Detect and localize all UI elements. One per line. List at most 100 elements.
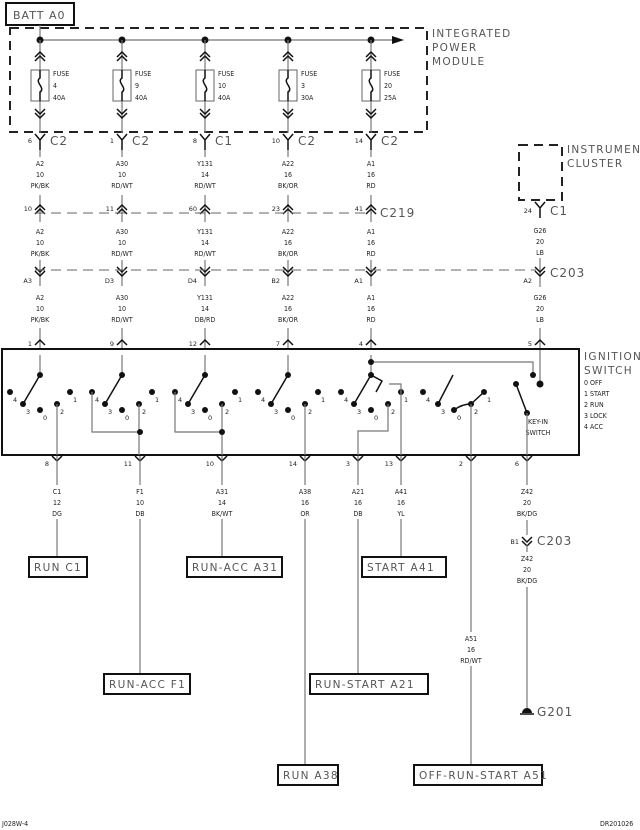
c203-label: C203 — [537, 534, 572, 548]
wire-spec: BK/OR — [278, 316, 299, 324]
switch-pin-number: 11 — [124, 460, 132, 468]
legend-lock: 3 LOCK — [584, 412, 608, 420]
wire-spec: 10 — [36, 171, 44, 179]
wire-spec: 20 — [536, 238, 544, 246]
pivot-dot — [530, 372, 536, 378]
fuse-rating: 30A — [301, 94, 314, 102]
switch-input-terminal-icon — [282, 338, 294, 346]
wire-spec: 16 — [301, 499, 309, 507]
c203-pin-number: A1 — [354, 277, 363, 285]
fuse-icon — [202, 70, 208, 101]
destination-box — [186, 556, 283, 578]
fuse-rating: 40A — [135, 94, 148, 102]
contact-label: 4 — [95, 396, 99, 404]
destination-box — [413, 764, 543, 786]
footer-left-code: J028W-4 — [1, 820, 28, 828]
contact-label: 4 — [344, 396, 348, 404]
fuse-number: 4 — [53, 82, 57, 90]
wire-spec: RD/WT — [111, 250, 133, 258]
ipm-pin-number: 6 — [28, 137, 32, 145]
ignition-legend: 0 OFF 1 START 2 RUN 3 LOCK 4 ACC — [584, 379, 609, 431]
switch-blade-icon — [22, 374, 41, 405]
legend-run: 2 RUN — [584, 401, 604, 409]
ignition-label-line2: SWITCH — [584, 365, 633, 377]
switch-pin-number: 9 — [110, 340, 114, 348]
legend-off: 0 OFF — [584, 379, 603, 387]
contact-1 — [149, 389, 155, 395]
contact-0 — [119, 407, 125, 413]
contact-label: 1 — [155, 396, 159, 404]
wire-spec: PK/BK — [31, 316, 50, 324]
c219-terminal-icon — [365, 203, 377, 215]
wire-spec: A22 — [282, 160, 294, 168]
destination-box — [103, 673, 191, 695]
destination-label: RUN-ACC F1 — [109, 679, 186, 691]
ground-label: G201 — [537, 705, 573, 719]
key-in-contact-dot — [513, 381, 519, 387]
wire-spec: A2 — [36, 228, 44, 236]
wire-spec: 16 — [284, 239, 292, 247]
c219-label: C219 — [380, 206, 415, 220]
wire-spec: A30 — [116, 294, 128, 302]
wire-spec: 20 — [523, 566, 531, 574]
key-in-contact-dot — [536, 380, 544, 388]
fuse-rating: 25A — [384, 94, 397, 102]
switch-pin-number: 8 — [45, 460, 49, 468]
wire-spec: C1 — [53, 488, 61, 496]
key-in-label-line2: SWITCH — [526, 429, 551, 437]
contact-label: 3 — [274, 408, 278, 416]
ipm-connector-icon — [199, 133, 211, 150]
ipm-connector-icon — [34, 133, 46, 150]
ipm-label-line3: MODULE — [432, 56, 485, 68]
contact-label: 3 — [26, 408, 30, 416]
destination-label: RUN C1 — [34, 562, 82, 574]
wire-spec: A31 — [216, 488, 228, 496]
wire-spec: DB — [353, 510, 362, 518]
bus-arrow-icon — [392, 36, 404, 44]
c203-pin-number: B1 — [510, 538, 519, 546]
fuse-top-terminal-icon — [116, 50, 128, 62]
switch-pin-number: 3 — [346, 460, 350, 468]
fuse-icon — [368, 70, 374, 101]
contact-label: 3 — [191, 408, 195, 416]
c219-pin-number: 11 — [106, 205, 114, 213]
ipm-connector-icon — [365, 133, 377, 150]
switch-pin-number: 2 — [459, 460, 463, 468]
contact-label: 0 — [43, 414, 47, 422]
wire-spec: A51 — [465, 635, 477, 643]
switch-pin-number: 4 — [359, 340, 363, 348]
wire-spec: 16 — [367, 171, 375, 179]
fuse-bottom-terminal-icon — [116, 108, 128, 120]
wire-spec: A21 — [352, 488, 364, 496]
contact-label: 1 — [321, 396, 325, 404]
ipm-connector-label: C2 — [132, 134, 150, 148]
ground-icon — [522, 708, 532, 713]
wire-spec: LB — [536, 316, 544, 324]
fuse-icon — [119, 70, 125, 101]
ipm-label-line1: INTEGRATED — [432, 28, 512, 40]
fuse-number: 9 — [135, 82, 139, 90]
wire-spec: 14 — [218, 499, 226, 507]
wire-spec: 14 — [201, 305, 209, 313]
wire-spec: A1 — [367, 294, 375, 302]
contact-label: 4 — [13, 396, 17, 404]
c203-terminal-icon — [116, 266, 128, 278]
wire-spec: 10 — [36, 305, 44, 313]
c219-pin-number: 60 — [189, 205, 197, 213]
destination-label: RUN A38 — [283, 770, 339, 782]
contact-1 — [232, 389, 238, 395]
cluster-connector-label: C1 — [550, 204, 568, 218]
wire-spec: 12 — [53, 499, 61, 507]
switch-blade-icon — [270, 374, 289, 405]
wire-spec: A30 — [116, 228, 128, 236]
ignition-switch-box — [1, 348, 580, 456]
wire-spec: Y131 — [196, 160, 213, 168]
wire-spec: RD — [366, 316, 375, 324]
contact-4 — [420, 389, 426, 395]
